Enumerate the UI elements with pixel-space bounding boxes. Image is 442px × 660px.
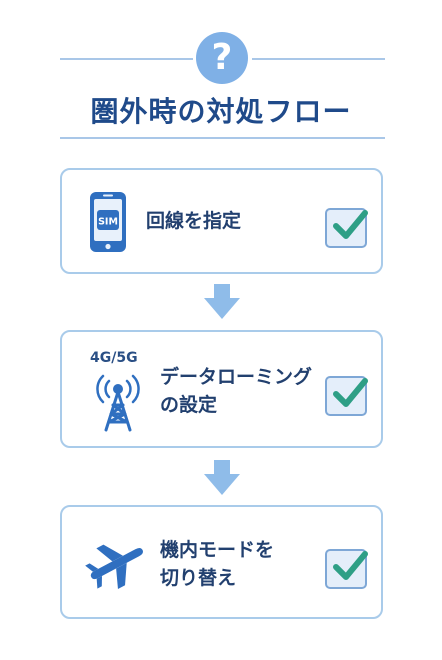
flow-arrow-down-icon xyxy=(202,460,242,500)
network-badge: 4G/5G xyxy=(90,350,138,366)
cell-tower-icon xyxy=(90,372,146,436)
flow-arrow-down-icon xyxy=(202,284,242,324)
step-checkbox xyxy=(325,376,368,416)
step-label: 回線を指定 xyxy=(146,210,242,232)
step-checkbox xyxy=(325,549,368,589)
check-icon xyxy=(333,551,368,580)
step-card-airplane-mode: 機内モードを 切り替え xyxy=(60,505,383,619)
sim-phone-icon: SIM xyxy=(88,190,128,258)
page-title: 圏外時の対処フロー xyxy=(90,95,352,128)
step-label: データローミング の設定 xyxy=(160,366,313,416)
help-icon: ? xyxy=(196,32,248,84)
title-divider xyxy=(60,137,385,139)
check-icon xyxy=(333,210,368,239)
airplane-icon xyxy=(84,539,148,593)
step-label: 機内モードを 切り替え xyxy=(160,539,275,589)
step-card-data-roaming: 4G/5G データローミング の設定 xyxy=(60,330,383,448)
check-icon xyxy=(333,378,368,407)
step-checkbox xyxy=(325,208,368,248)
sim-label: SIM xyxy=(98,217,118,228)
step-card-line-selection: SIM 回線を指定 xyxy=(60,168,383,274)
header-divider-right xyxy=(252,58,385,60)
header-divider-left xyxy=(60,58,193,60)
